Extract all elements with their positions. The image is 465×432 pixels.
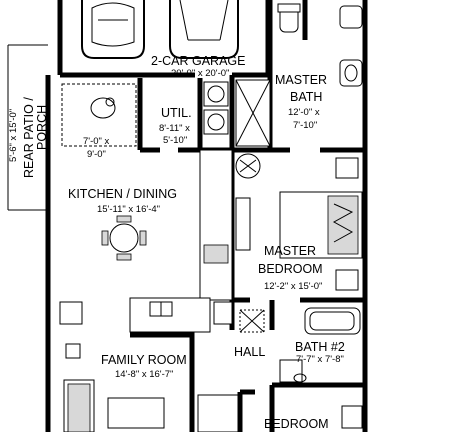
patio-dims: 5'-6" x 15'-0" — [8, 109, 19, 162]
garage-name: 2-CAR GARAGE — [151, 54, 245, 68]
walls — [45, 0, 368, 432]
kitchen-dining-name: KITCHEN / DINING — [68, 187, 177, 201]
nook-dims-1: 7'-0" x — [83, 136, 110, 147]
patio-outline — [7, 44, 48, 211]
master-bath-dims-1: 12'-0" x — [288, 107, 320, 118]
bath2-name: BATH #2 — [295, 340, 345, 354]
patio-name-1: REAR PATIO / — [22, 97, 36, 178]
car-right — [169, 0, 239, 59]
kitchen-counters — [129, 149, 233, 333]
master-bedroom-furniture — [235, 153, 363, 291]
master-bath-name-2: BATH — [290, 90, 322, 104]
garage-dims: 20'-0" x 20'-0" — [171, 68, 229, 79]
family-room-name: FAMILY ROOM — [101, 353, 187, 367]
dining-table — [101, 215, 147, 261]
nook-area — [61, 83, 137, 147]
bath2-dims: 7'-7" x 7'-8" — [296, 354, 344, 365]
master-bedroom-name-2: BEDROOM — [258, 262, 323, 276]
family-room-dims: 14'-8" x 16'-7" — [115, 369, 173, 380]
master-bath-name-1: MASTER — [275, 73, 327, 87]
master-bedroom-dims: 12'-2" x 15'-0" — [264, 281, 322, 292]
patio-name-2: PORCH — [35, 105, 49, 150]
kitchen-dining-dims: 15'-11" x 16'-4" — [97, 204, 160, 215]
bath2-fixtures — [239, 307, 361, 383]
master-bedroom-name-1: MASTER — [264, 244, 316, 258]
utility-fixtures — [203, 81, 229, 135]
hall-name: HALL — [234, 345, 265, 359]
utility-name: UTIL. — [161, 106, 192, 120]
master-bath-fixtures — [235, 3, 363, 147]
nook-dims-2: 9'-0" — [87, 149, 106, 160]
car-left — [81, 0, 145, 59]
family-room-furniture — [59, 301, 239, 432]
utility-dims-1: 8'-11" x — [159, 123, 190, 134]
master-bath-dims-2: 7'-10" — [293, 120, 317, 131]
bedroom-fixtures — [341, 405, 363, 429]
bedroom-name: BEDROOM — [264, 417, 329, 431]
utility-dims-2: 5'-10" — [163, 135, 187, 146]
